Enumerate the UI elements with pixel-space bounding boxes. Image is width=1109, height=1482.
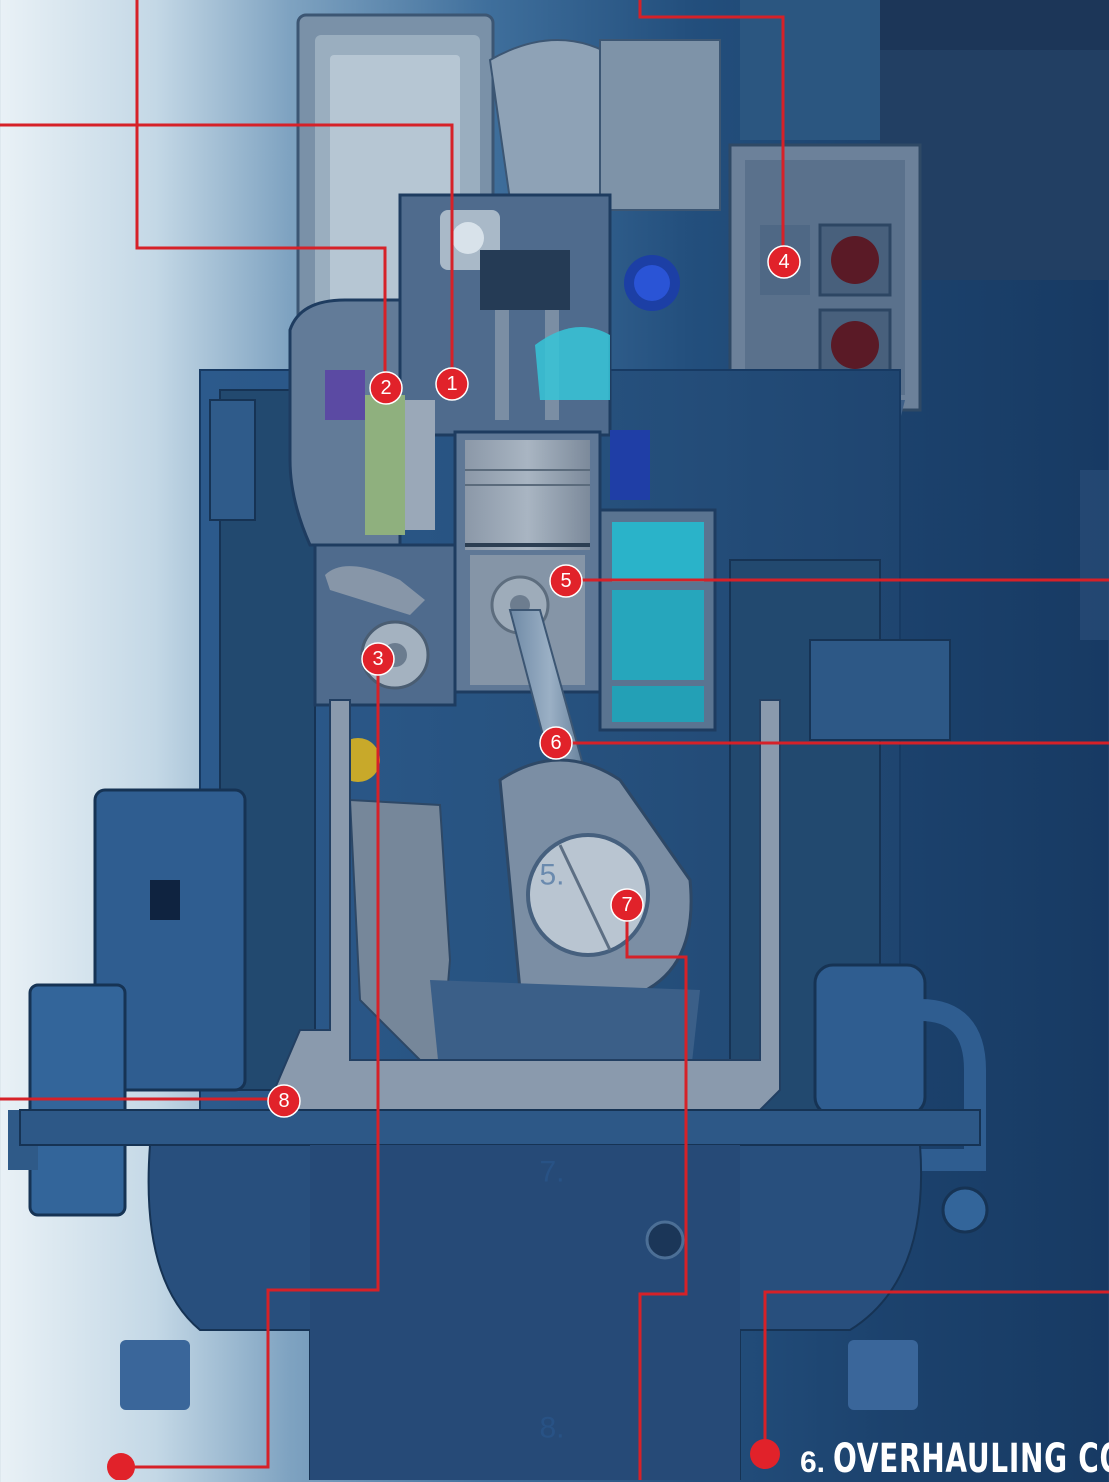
svg-text:7: 7	[621, 894, 632, 916]
marker-1[interactable]: 1	[435, 367, 469, 401]
section-caption: 6. OVERHAULING CO	[800, 1436, 1109, 1482]
marker-4[interactable]: 4	[767, 245, 801, 279]
svg-text:2: 2	[380, 377, 391, 399]
base-frame	[19, 1109, 981, 1480]
caption-endpoint-dot	[750, 1439, 780, 1469]
leader-line-3	[121, 659, 380, 1469]
leader-endpoint-dot	[107, 1453, 135, 1480]
svg-text:6: 6	[550, 732, 561, 754]
svg-text:5: 5	[560, 570, 571, 592]
caption-title: OVERHAULING CO	[833, 1436, 1109, 1482]
marker-3[interactable]: 3	[361, 642, 395, 676]
leader-line-7	[625, 905, 688, 1480]
leader-line-4	[638, 0, 785, 262]
ghost-label-8: 8.	[539, 1412, 564, 1445]
svg-text:4: 4	[778, 251, 789, 273]
svg-text:1: 1	[446, 373, 457, 395]
caption-number: 6.	[800, 1446, 826, 1479]
coolant-jacket	[598, 508, 717, 732]
marker-6[interactable]: 6	[539, 726, 573, 760]
leader-line-1	[0, 123, 454, 383]
fuel-injection-pump	[209, 298, 435, 547]
cylinder-head	[398, 193, 680, 437]
camshaft-housing	[313, 543, 457, 782]
oil-filter-right	[813, 963, 989, 1234]
leader-line-2	[135, 0, 387, 387]
leader-line-caption	[763, 1290, 1109, 1454]
ghost-label-5: 5.	[539, 859, 564, 892]
marker-7[interactable]: 7	[610, 888, 644, 922]
svg-text:8: 8	[278, 1090, 289, 1112]
marker-5[interactable]: 5	[549, 564, 583, 598]
connecting-rod	[348, 609, 700, 1083]
marker-2[interactable]: 2	[369, 371, 403, 405]
svg-text:3: 3	[372, 648, 383, 670]
marker-8[interactable]: 8	[267, 1084, 301, 1118]
ghost-label-7: 7.	[539, 1156, 564, 1189]
